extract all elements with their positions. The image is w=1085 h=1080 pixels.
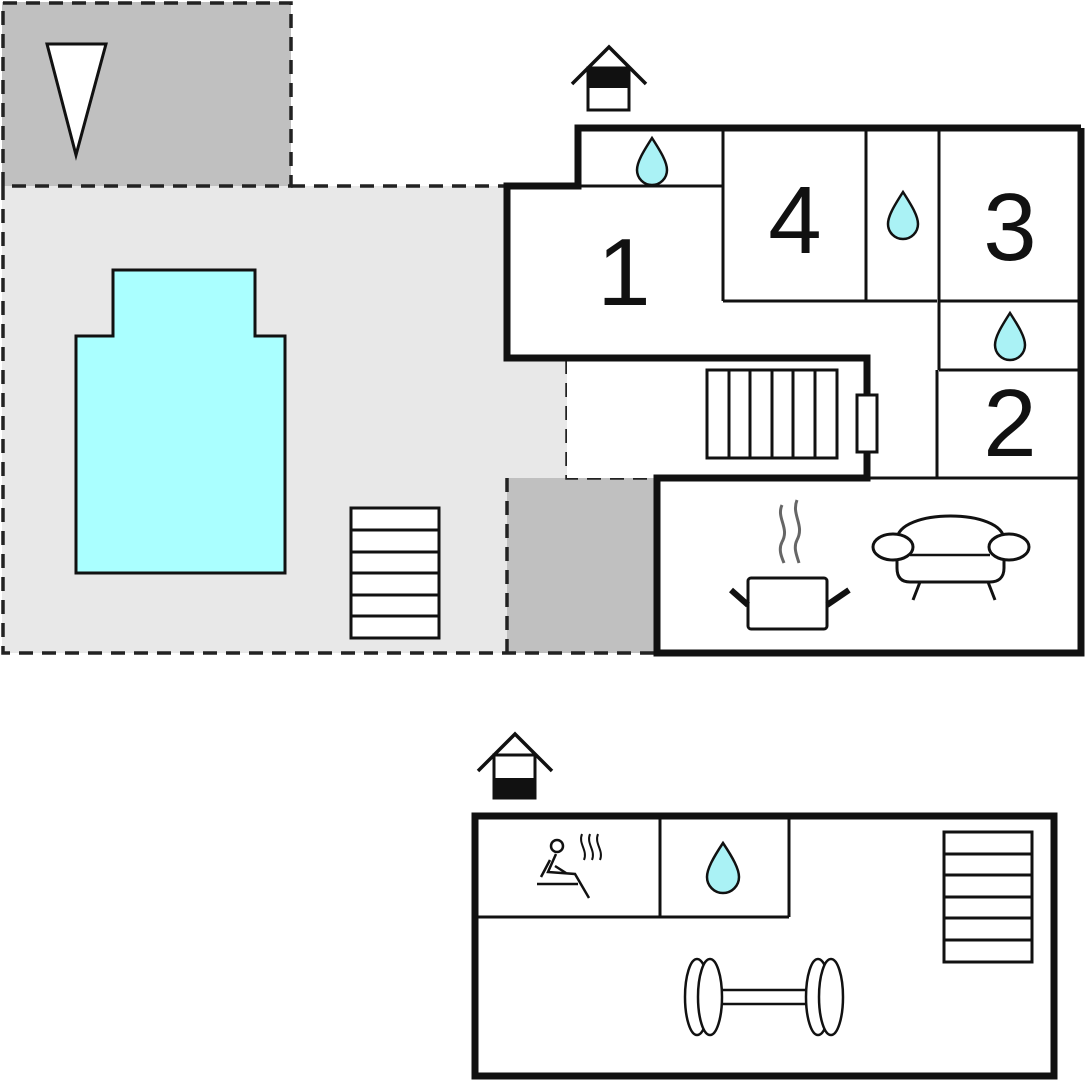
room-label-bedroom-4: 4 bbox=[768, 167, 821, 274]
covered-area-entry bbox=[507, 478, 657, 653]
water-drop-icon bbox=[886, 189, 920, 241]
sauna-icon bbox=[537, 833, 602, 899]
lower-interior-walls bbox=[478, 819, 791, 919]
room-label-bedroom-1: 1 bbox=[597, 219, 650, 326]
room-label-bedroom-3: 3 bbox=[983, 174, 1036, 281]
swimming-pool-icon bbox=[74, 268, 287, 575]
stairs-icon bbox=[942, 830, 1034, 964]
water-drop-icon bbox=[705, 840, 741, 895]
lower-floor-outline bbox=[471, 812, 1058, 1080]
house-entrance-icon bbox=[570, 44, 648, 112]
north-arrow-icon bbox=[45, 42, 108, 161]
stairs-icon bbox=[349, 506, 441, 640]
water-drop-icon bbox=[993, 310, 1027, 362]
water-drop-icon bbox=[635, 135, 669, 187]
cooking-pot-icon bbox=[729, 499, 851, 631]
wall-element bbox=[855, 393, 879, 454]
room-label-bedroom-2: 2 bbox=[983, 370, 1036, 477]
stairs-icon bbox=[705, 368, 839, 460]
dumbbell-icon bbox=[683, 957, 845, 1037]
covered-area-north bbox=[2, 2, 291, 186]
interior-walls bbox=[578, 131, 1078, 480]
sofa-icon bbox=[871, 514, 1031, 601]
house-entrance-icon bbox=[476, 731, 554, 800]
